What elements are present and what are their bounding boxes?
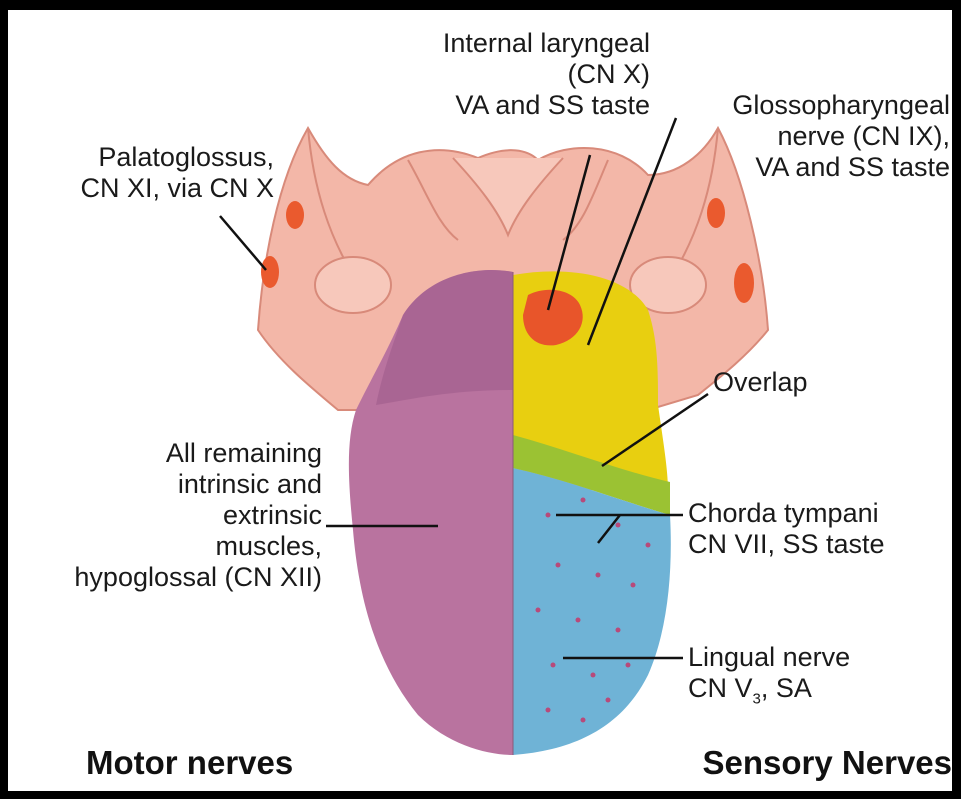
label-chorda-tympani: Chorda tympani CN VII, SS taste xyxy=(688,498,885,560)
pharyngeal-nerve-dot xyxy=(261,256,279,288)
tonsil-left xyxy=(315,257,391,313)
label-glossopharyngeal: Glossopharyngeal nerve (CN IX), VA and S… xyxy=(732,90,950,183)
label-palatoglossus: Palatoglossus, CN XI, via CN X xyxy=(80,142,274,204)
pharyngeal-nerve-dot xyxy=(734,263,754,303)
pharyngeal-nerve-dot xyxy=(707,198,725,228)
label-internal-laryngeal: Internal laryngeal (CN X) VA and SS tast… xyxy=(443,28,650,121)
heading-motor-nerves: Motor nerves xyxy=(86,744,293,782)
heading-sensory-nerves: Sensory Nerves xyxy=(703,744,952,782)
sensory-region xyxy=(513,271,671,755)
leader-palatoglossus xyxy=(220,216,266,270)
label-lingual-nerve: Lingual nerve CN V3, SA xyxy=(688,642,850,714)
pharyngeal-nerve-dot xyxy=(286,201,304,229)
label-remaining-muscles: All remaining intrinsic and extrinsic mu… xyxy=(74,438,322,593)
label-overlap: Overlap xyxy=(713,367,808,398)
diagram-frame: Internal laryngeal (CN X) VA and SS tast… xyxy=(8,10,952,791)
